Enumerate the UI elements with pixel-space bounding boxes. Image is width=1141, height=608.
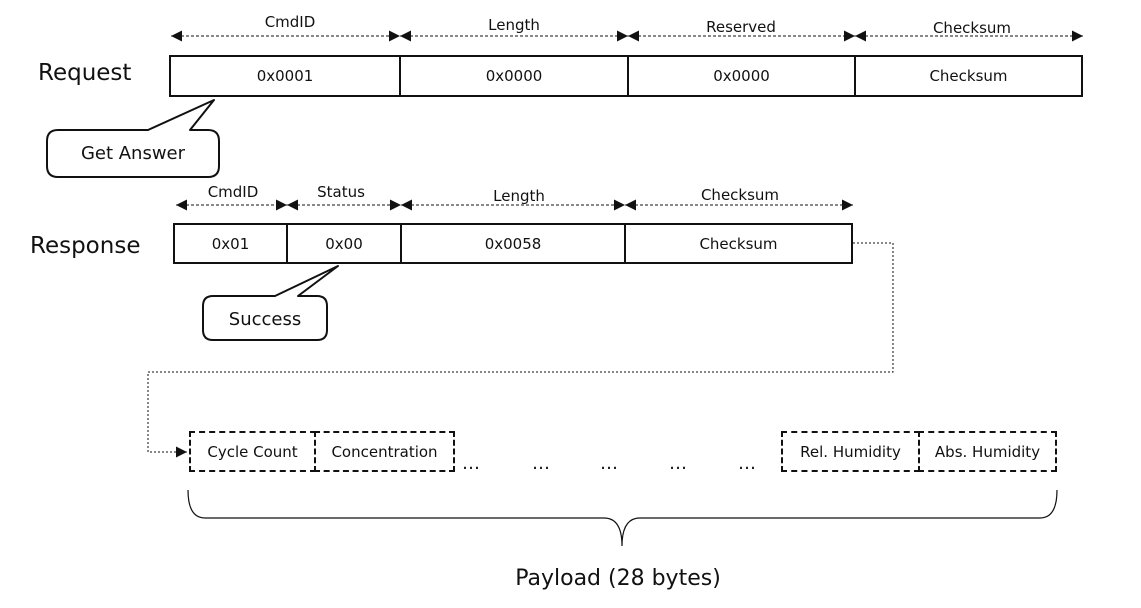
response-field-label-cmdid: CmdID xyxy=(207,183,259,201)
payload-ellipsis-3: … xyxy=(600,453,620,474)
request-cell-reserved: 0x0000 xyxy=(627,55,856,97)
request-cell-length: 0x0000 xyxy=(399,55,629,97)
response-field-label-length: Length xyxy=(493,187,545,205)
success-callout-shape xyxy=(202,265,339,341)
payload-ellipsis-1: … xyxy=(462,453,482,474)
response-field-label-status: Status xyxy=(317,183,365,201)
payload-cell-rel-humidity: Rel. Humidity xyxy=(781,431,920,472)
payload-ellipsis-5: … xyxy=(738,453,758,474)
payload-brace xyxy=(187,489,1058,547)
response-cell-checksum: Checksum xyxy=(624,223,853,264)
response-cell-cmdid: 0x01 xyxy=(173,223,288,264)
request-cell-cmdid: 0x0001 xyxy=(169,55,401,97)
payload-cell-cycle-count: Cycle Count xyxy=(189,431,316,472)
response-cell-length: 0x0058 xyxy=(400,223,626,264)
request-field-label-checksum: Checksum xyxy=(932,19,1012,37)
request-field-label-reserved: Reserved xyxy=(706,18,776,36)
get-answer-callout-text: Get Answer xyxy=(80,143,186,164)
response-field-label-checksum: Checksum xyxy=(700,186,780,204)
response-cell-status: 0x00 xyxy=(286,223,402,264)
request-cell-checksum: Checksum xyxy=(854,55,1083,97)
payload-ellipsis-2: … xyxy=(532,453,552,474)
payload-cell-concentration: Concentration xyxy=(314,431,455,472)
request-field-label-cmdid: CmdID xyxy=(264,13,316,31)
payload-size-label: Payload (28 bytes) xyxy=(515,566,721,591)
payload-connector xyxy=(147,242,894,458)
request-title: Request xyxy=(38,60,132,86)
get-answer-callout-shape xyxy=(46,99,220,178)
response-title: Response xyxy=(30,233,141,259)
payload-ellipsis-4: … xyxy=(669,453,689,474)
payload-cell-abs-humidity: Abs. Humidity xyxy=(918,431,1057,472)
success-callout-text: Success xyxy=(228,309,302,330)
request-field-label-length: Length xyxy=(488,16,540,34)
